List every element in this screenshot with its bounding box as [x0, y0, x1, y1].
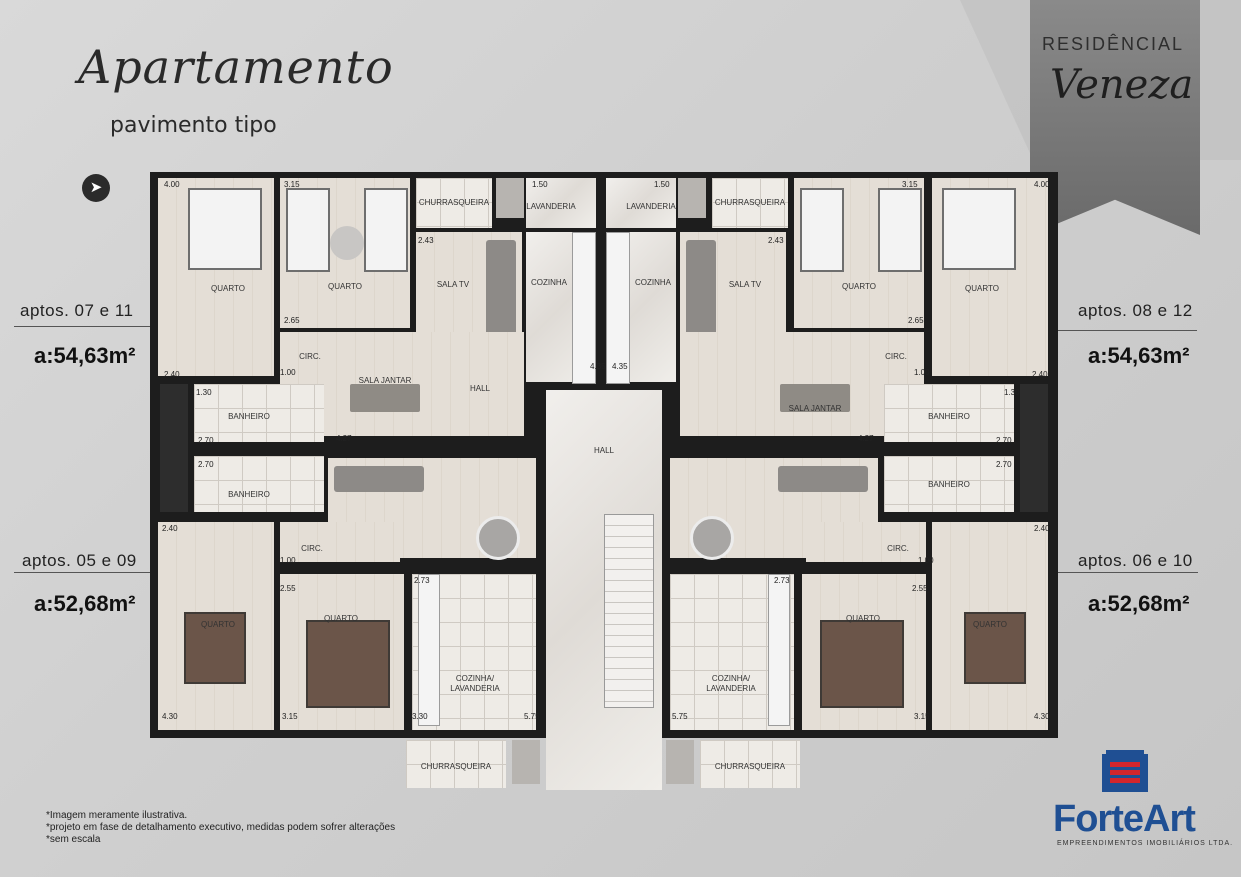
- residence-label: RESIDÊNCIAL: [1042, 34, 1185, 54]
- note-line: *sem escala: [46, 834, 101, 845]
- room-cozinha: COZINHA: [526, 232, 596, 384]
- leader-line: [975, 330, 1197, 331]
- residence-banner: [1030, 0, 1200, 235]
- room-cozinha-lavanderia: COZINHA/ LAVANDERIA: [670, 574, 794, 730]
- room-hall: SALA JANTAR CIRC.: [680, 332, 924, 436]
- logo-tagline: EMPREENDIMENTOS IMOBILIÁRIOS LTDA.: [1057, 840, 1234, 847]
- room-churrasqueira: CHURRASQUEIRA: [416, 178, 492, 228]
- residence-name: Veneza: [1050, 62, 1194, 108]
- room-quarto: QUARTO: [280, 574, 404, 730]
- room-cozinha-lavanderia: COZINHA/ LAVANDERIA: [412, 574, 536, 730]
- apt-area-top-right: a:54,63m²: [1088, 343, 1190, 368]
- room-cozinha: COZINHA: [606, 232, 676, 384]
- room-banheiro: BANHEIRO: [884, 456, 1014, 512]
- room-churrasqueira: CHURRASQUEIRA: [406, 740, 506, 788]
- room-banheiro: BANHEIRO: [884, 384, 1014, 442]
- grill: [678, 178, 706, 218]
- room-quarto: QUARTO: [932, 178, 1048, 376]
- apt-area-bottom-right: a:52,68m²: [1088, 591, 1190, 616]
- apt-area-bottom-left: a:52,68m²: [34, 591, 136, 616]
- room-banheiro: BANHEIRO: [194, 384, 324, 442]
- grill: [512, 740, 540, 784]
- forteart-logo-icon: [1102, 750, 1148, 792]
- grill: [496, 178, 524, 218]
- apt-area-top-left: a:54,63m²: [34, 343, 136, 368]
- page-subtitle: pavimento tipo: [110, 113, 277, 138]
- room-quarto: QUARTO: [158, 178, 274, 376]
- footer-notes: *Imagem meramente ilustrativa. *projeto …: [46, 810, 395, 846]
- leader-line: [14, 326, 240, 327]
- grill: [666, 740, 694, 784]
- note-line: *projeto em fase de detalhamento executi…: [46, 822, 396, 833]
- logo-name: ForteArt: [1053, 798, 1196, 840]
- note-line: *Imagem meramente ilustrativa.: [46, 810, 188, 821]
- room-quarto: QUARTO: [932, 522, 1048, 730]
- room-lavanderia: LAVANDERIA: [526, 178, 596, 228]
- room-churrasqueira: CHURRASQUEIRA: [700, 740, 800, 788]
- room-quarto: QUARTO: [794, 178, 924, 328]
- leader-line: [978, 572, 1198, 573]
- apt-label-top-left: aptos. 07 e 11: [20, 301, 134, 320]
- room-hall-central: HALL: [546, 390, 662, 790]
- room-banheiro: BANHEIRO: [194, 456, 324, 512]
- apt-label-bottom-right: aptos. 06 e 10: [1078, 551, 1193, 570]
- apt-label-top-right: aptos. 08 e 12: [1078, 301, 1193, 320]
- room-circ: CIRC.: [280, 522, 400, 562]
- apt-label-bottom-left: aptos. 05 e 09: [22, 551, 137, 570]
- page-title: Apartamento: [78, 40, 394, 94]
- floor-plan: QUARTO QUARTO CHURRASQUEIRA LAVANDERIA S…: [150, 172, 1058, 790]
- north-arrow-icon: ➤: [82, 174, 110, 202]
- room-lavanderia: LAVANDERIA: [606, 178, 676, 228]
- room-quarto: QUARTO: [280, 178, 410, 328]
- room-quarto: QUARTO: [158, 522, 274, 730]
- room-churrasqueira: CHURRASQUEIRA: [712, 178, 788, 228]
- room-circ: CIRC.: [806, 522, 926, 562]
- room-quarto: QUARTO: [802, 574, 926, 730]
- leader-line: [14, 572, 240, 573]
